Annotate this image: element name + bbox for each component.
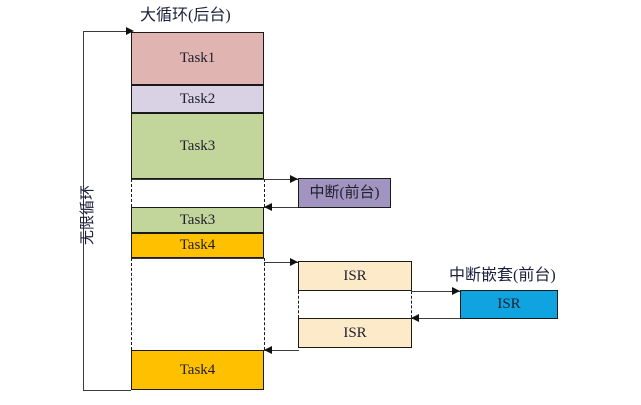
task-block-task3-resumed: Task3 <box>131 207 264 233</box>
isr-out-line <box>264 262 299 263</box>
interrupt-out-line <box>264 179 299 180</box>
task-block-task4: Task4 <box>131 233 264 258</box>
interrupt-box: 中断(前台) <box>298 178 391 208</box>
isr-return-arrow-icon <box>264 346 272 354</box>
dashed-guide-left-1 <box>131 179 132 207</box>
isr-out-arrow-icon <box>290 258 298 266</box>
dashed-guide-isr-right <box>411 291 412 318</box>
dashed-guide-right-2 <box>264 258 265 350</box>
interrupt-return-arrow-icon <box>264 203 272 211</box>
isr-box-2: ISR <box>298 318 412 348</box>
idle-gap-1-top <box>131 179 264 180</box>
dashed-guide-isr-left <box>298 291 299 318</box>
loop-label: 无限循环 <box>80 184 96 245</box>
loop-arrow-icon <box>126 27 134 35</box>
dashed-guide-right-1 <box>264 179 265 207</box>
loop-bracket-bottom <box>83 390 131 391</box>
isr-return-line <box>264 350 299 351</box>
nested-isr-box: ISR <box>460 290 558 319</box>
isr-box-1: ISR <box>298 261 412 291</box>
interrupt-return-line <box>264 207 299 208</box>
task-block-task1: Task1 <box>131 32 264 85</box>
nested-return-line <box>411 318 461 319</box>
task-block-task2: Task2 <box>131 85 264 113</box>
interrupt-out-arrow-icon <box>290 175 298 183</box>
nested-interrupt-label: 中断嵌套(前台) <box>449 267 556 284</box>
nested-return-arrow-icon <box>411 314 419 322</box>
task-block-task4-resumed: Task4 <box>131 350 264 390</box>
dashed-guide-left-2 <box>131 258 132 350</box>
loop-bracket-top <box>83 31 128 32</box>
idle-gap-2-top <box>131 258 264 259</box>
nested-out-line <box>411 291 461 292</box>
loop-bracket-vertical <box>83 31 84 390</box>
task-block-task3: Task3 <box>131 113 264 179</box>
page-title: 大循环(后台) <box>140 7 231 24</box>
nested-out-arrow-icon <box>452 287 460 295</box>
